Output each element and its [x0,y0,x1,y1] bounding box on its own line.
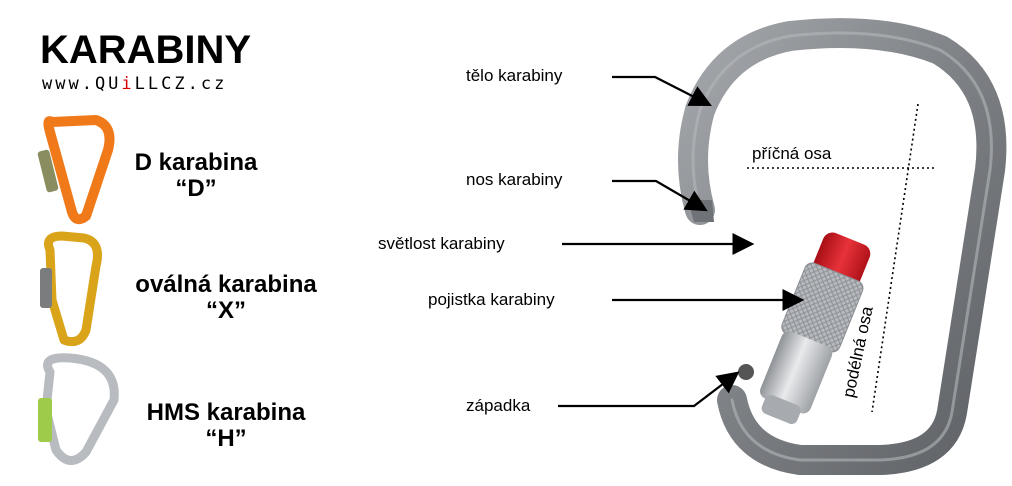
type-d-code: “D” [175,175,217,202]
website-url: www.QUiLLCZ.cz [42,74,227,94]
type-x-code: “X” [205,297,246,324]
type-d: D karabina “D” [112,150,280,202]
type-d-name: D karabina [134,149,258,176]
url-prefix: www.QU [42,74,122,94]
hms-carabiner-image [38,353,119,465]
label-opening: světlost karabiny [378,234,505,253]
label-latch: západka [466,396,531,415]
url-suffix: LLCZ.cz [134,74,228,94]
label-minor-axis: příčná osa [752,144,832,163]
major-axis-line [871,103,919,413]
nose-arrow [612,179,708,212]
page-title: KARABINY [40,28,252,72]
d-carabiner-image [37,115,115,225]
body-arrow [612,75,712,106]
type-x-name: oválná karabina [135,271,317,298]
main-carabiner [678,18,1007,475]
url-highlight: i [121,74,135,94]
type-h-code: “H” [205,425,247,452]
latch-arrow [558,371,740,408]
label-nose: nos karabiny [466,170,563,189]
oval-carabiner-image [40,231,102,347]
type-h-name: HMS karabina [146,399,306,426]
type-h: HMS karabina “H” [130,400,322,452]
label-lock: pojistka karabiny [428,290,555,309]
label-body: tělo karabiny [466,66,563,85]
type-x: oválná karabina “X” [118,272,334,324]
